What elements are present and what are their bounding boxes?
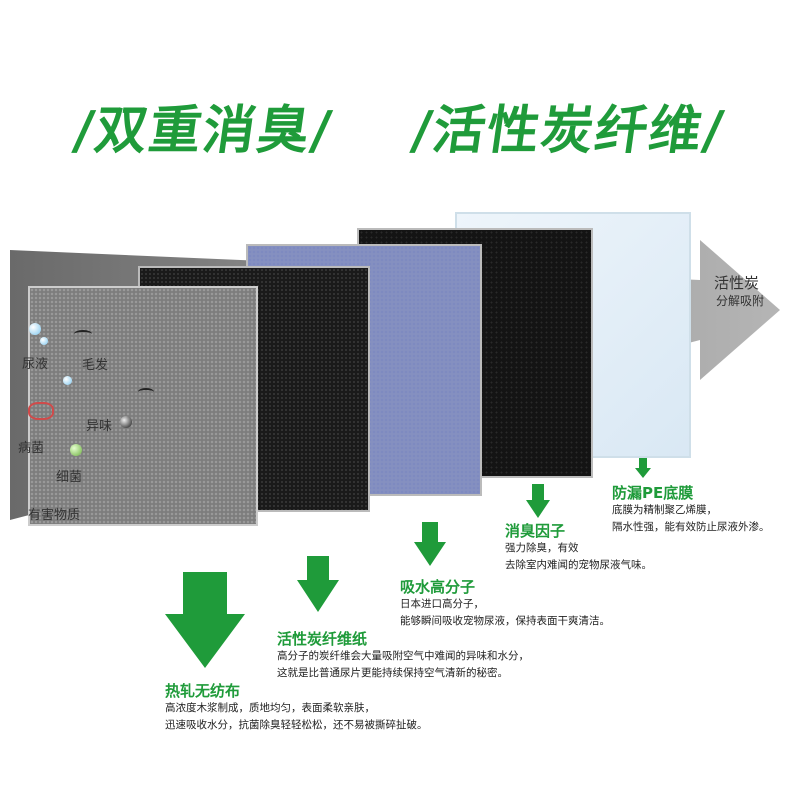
layer-desc-line: 日本进口高分子， bbox=[400, 598, 484, 610]
layer-desc-line: 迅速吸收水分，抗菌除臭轻轻松松，还不易被撕碎扯破。 bbox=[165, 719, 428, 731]
layer-title: 热轧无纺布 bbox=[165, 682, 241, 700]
title-left: /双重消臭/ bbox=[69, 101, 337, 161]
odor-ball-icon bbox=[120, 416, 132, 428]
hair-icon bbox=[74, 330, 92, 338]
layer-desc-line: 高浓度木浆制成，质地均匀，表面柔软亲肤， bbox=[165, 702, 375, 714]
layer-desc-absorbent: 吸水高分子 日本进口高分子， 能够瞬间吸收宠物尿液，保持表面干爽清洁。 bbox=[400, 578, 610, 630]
arrow-label-1: 活性炭 bbox=[714, 274, 760, 292]
layer-title: 活性炭纤维纸 bbox=[277, 630, 368, 648]
arrow-down-icon bbox=[414, 522, 446, 566]
layer-title: 吸水高分子 bbox=[400, 578, 476, 596]
arrow-down-icon bbox=[297, 556, 339, 612]
layer-desc-line: 能够瞬间吸收宠物尿液，保持表面干爽清洁。 bbox=[400, 615, 610, 627]
label-odor: 异味 bbox=[86, 419, 113, 434]
hair-icon bbox=[138, 388, 154, 396]
label-bacteria: 细菌 bbox=[56, 470, 83, 485]
layer-desc-line: 隔水性强，能有效防止尿液外渗。 bbox=[612, 521, 770, 533]
urine-drop-icon bbox=[63, 376, 72, 385]
layer-title: 消臭因子 bbox=[505, 522, 566, 540]
arrow-label-2: 分解吸附 bbox=[716, 294, 765, 308]
label-hair: 毛发 bbox=[82, 358, 109, 373]
layer-desc-line: 这就是比普通尿片更能持续保持空气清新的秘密。 bbox=[277, 667, 508, 679]
layer-desc-line: 高分子的炭纤维会大量吸附空气中难闻的异味和水分， bbox=[277, 650, 529, 662]
layer-desc-deodorant: 消臭因子 强力除臭，有效 去除室内难闻的宠物尿液气味。 bbox=[505, 522, 652, 574]
layer-desc-line: 强力除臭，有效 bbox=[505, 542, 579, 554]
layer-nonwoven bbox=[28, 286, 258, 526]
bacteria-icon bbox=[70, 444, 82, 456]
layer-title: 防漏PE底膜 bbox=[612, 484, 694, 502]
label-harmful: 有害物质 bbox=[28, 508, 81, 523]
arrow-down-icon bbox=[635, 458, 651, 478]
layer-desc-line: 底膜为精制聚乙烯膜， bbox=[612, 504, 717, 516]
title-right: /活性炭纤维/ bbox=[408, 101, 729, 161]
layer-desc-carbon-paper: 活性炭纤维纸 高分子的炭纤维会大量吸附空气中难闻的异味和水分， 这就是比普通尿片… bbox=[277, 630, 529, 682]
layer-desc-line: 去除室内难闻的宠物尿液气味。 bbox=[505, 559, 652, 571]
label-urine: 尿液 bbox=[22, 357, 49, 372]
urine-drop-icon bbox=[40, 337, 48, 345]
layer-desc-pe-film: 防漏PE底膜 底膜为精制聚乙烯膜， 隔水性强，能有效防止尿液外渗。 bbox=[612, 484, 770, 536]
virus-icon bbox=[28, 402, 54, 420]
page-title: /双重消臭/ /活性炭纤维/ bbox=[0, 88, 800, 163]
label-virus: 病菌 bbox=[18, 441, 45, 456]
urine-drop-icon bbox=[29, 323, 41, 335]
arrow-down-icon bbox=[526, 484, 550, 518]
layer-desc-nonwoven: 热轧无纺布 高浓度木浆制成，质地均匀，表面柔软亲肤， 迅速吸收水分，抗菌除臭轻轻… bbox=[165, 682, 428, 734]
arrow-down-icon bbox=[165, 572, 245, 668]
